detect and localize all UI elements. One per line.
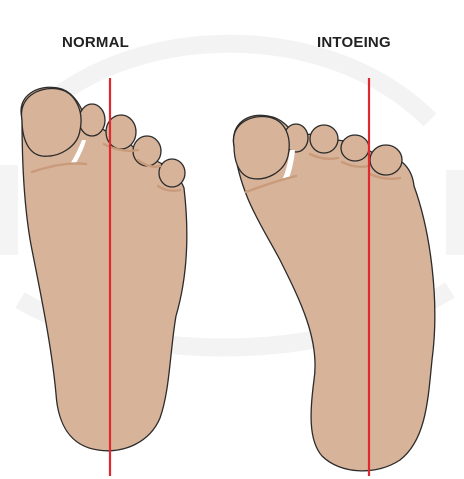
- intoeing-big-toe: [233, 117, 289, 179]
- intoeing-toe-3: [310, 125, 338, 153]
- intoeing-toe-4: [341, 135, 369, 161]
- normal-toe-5: [159, 159, 185, 187]
- intoeing-foot: [233, 115, 434, 471]
- normal-foot: [21, 87, 187, 451]
- intoeing-toe-5: [370, 145, 402, 175]
- normal-toe-2: [79, 104, 105, 136]
- normal-big-toe: [21, 89, 81, 157]
